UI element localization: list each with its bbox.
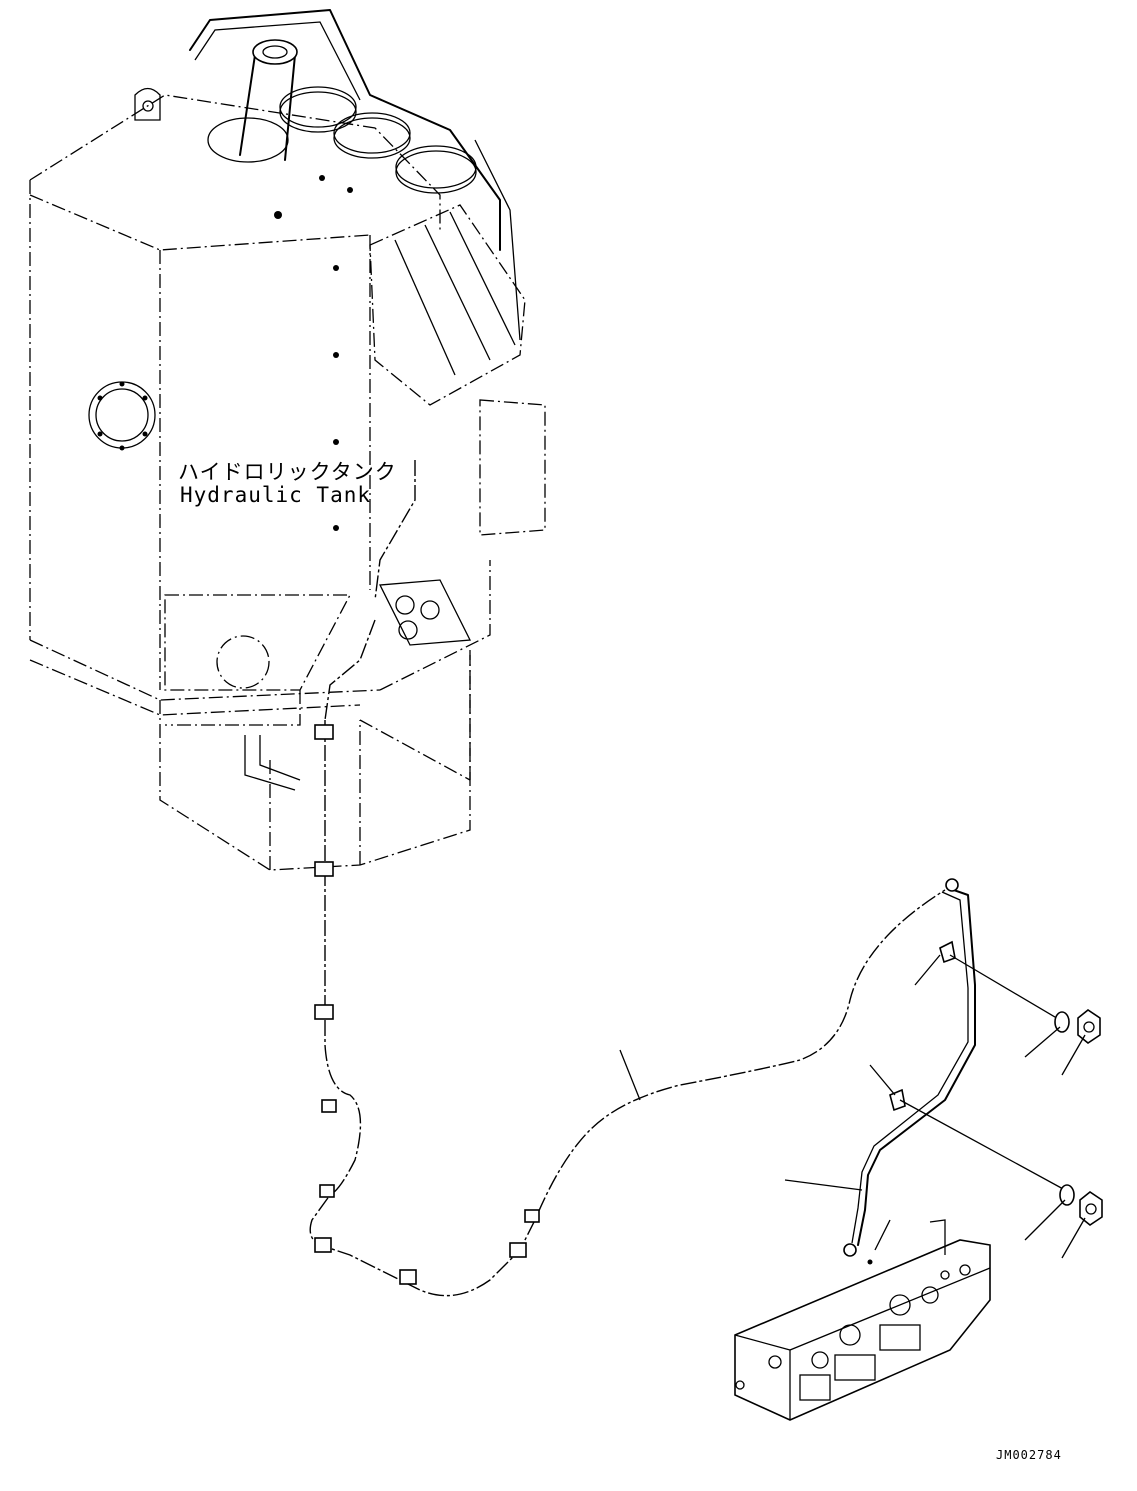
hose-leader-line: [619, 1049, 641, 1101]
washer-lower: [1059, 1184, 1075, 1206]
nut-upper: [1077, 1009, 1101, 1044]
hydraulic-tank: [29, 9, 546, 871]
valve-block: [734, 1219, 991, 1421]
washer-upper: [1054, 1011, 1070, 1033]
tank-label-japanese: ハイドロリックタンク: [178, 460, 397, 484]
drawing-code: JM002784: [996, 1448, 1062, 1462]
hose-assembly: [309, 720, 946, 1297]
tube-assembly: [784, 878, 1103, 1259]
tank-label-english: Hydraulic Tank: [180, 483, 371, 507]
nut-lower: [1079, 1191, 1103, 1226]
